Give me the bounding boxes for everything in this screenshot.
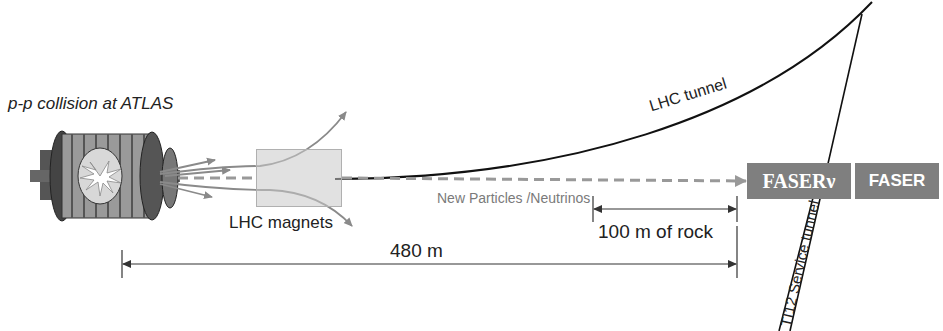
dimension-label: 100 m of rock (598, 221, 713, 243)
detector-box: FASER (855, 163, 939, 199)
node-label: FASER (869, 171, 926, 191)
node-label: FASERν (762, 170, 835, 193)
detector-box: FASERν (747, 163, 851, 199)
caption-label: p-p collision at ATLAS (8, 94, 173, 114)
edge-label: New Particles /Neutrinos (437, 190, 590, 206)
atlas-detector (30, 131, 180, 221)
tunnel-label: LHC tunnel (647, 75, 729, 116)
tunnel-label: TI12 Service tunnel (777, 199, 823, 329)
dimension-label: 480 m (390, 240, 443, 262)
magnet-box: LHC magnets (256, 149, 342, 207)
node-label: LHC magnets (227, 213, 335, 233)
beam-arrow (342, 178, 746, 181)
